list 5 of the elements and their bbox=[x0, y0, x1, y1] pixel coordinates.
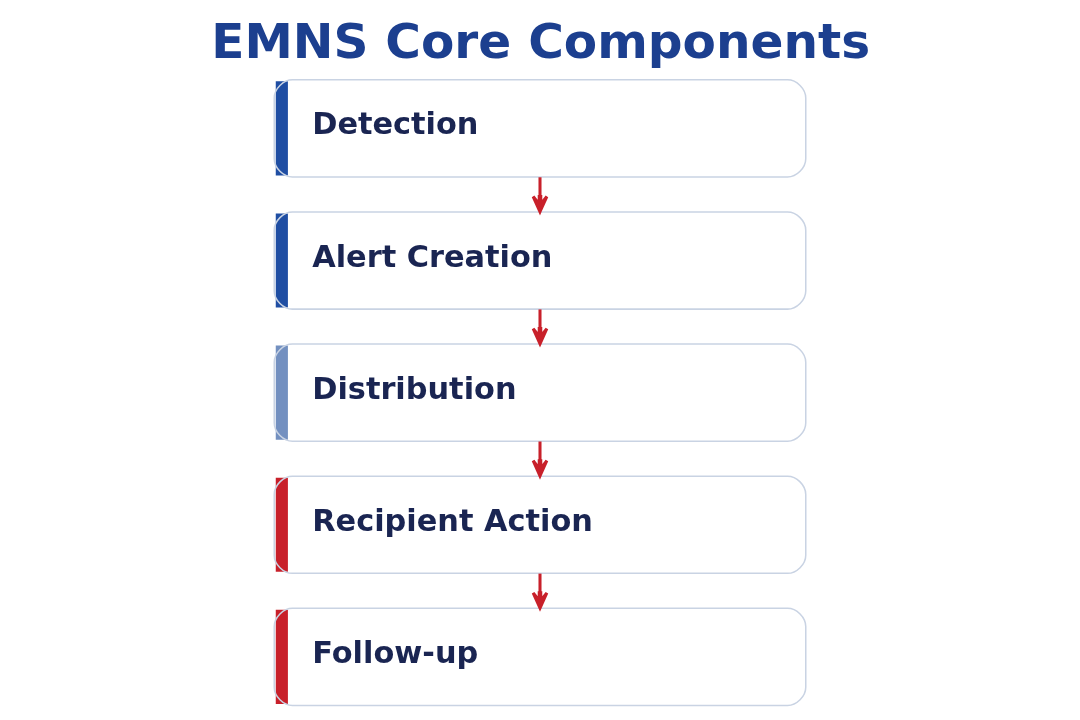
arrow bbox=[531, 177, 549, 214]
arrow bbox=[531, 309, 549, 346]
arrow bbox=[531, 573, 549, 610]
diagram-title: EMNS Core Components bbox=[211, 12, 871, 69]
arrow bbox=[531, 441, 549, 478]
